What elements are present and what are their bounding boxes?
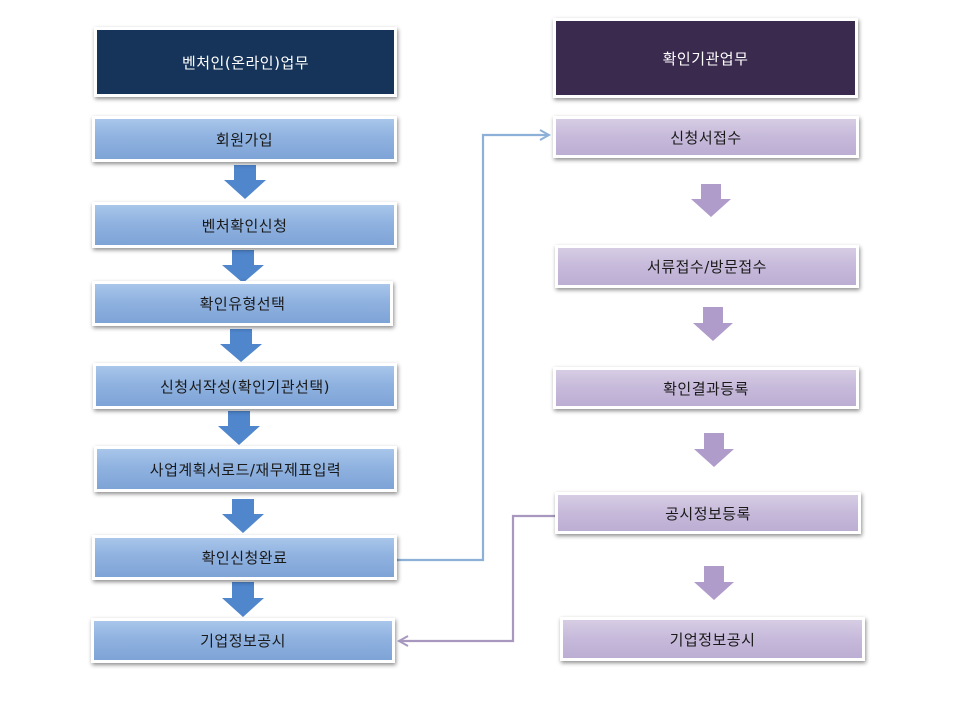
step-label: 확인유형선택 [199,295,286,313]
step-upload-plan: 사업계획서로드/재무제표입력 [94,446,397,492]
down-arrow-icon [222,582,264,617]
step-label: 기업정보공시 [669,630,756,649]
down-arrow-icon [691,184,731,217]
step-label: 회원가입 [215,130,274,149]
step-company-disclosure-right: 기업정보공시 [560,617,865,661]
step-fill-form: 신청서작성(확인기관선택) [93,363,397,409]
down-arrow-icon [218,411,260,445]
step-label: 신청서작성(확인기관선택) [159,377,330,396]
down-arrow-icon [694,433,734,467]
right-column-header: 확인기관업무 [553,18,858,98]
down-arrow-icon [222,499,264,533]
step-label: 공시정보등록 [665,504,751,523]
connector-to-receipt [397,135,549,562]
step-label: 사업계획서로드/재무제표입력 [149,460,342,479]
step-label: 기업정보공시 [200,632,286,650]
down-arrow-icon [220,329,262,362]
step-document-visit-receipt: 서류접수/방문접수 [555,245,859,288]
connector-to-disclosure [399,514,556,641]
step-venture-application: 벤처확인신청 [92,202,397,248]
down-arrow-icon [224,165,266,199]
step-label: 신청서접수 [670,128,742,147]
step-label: 확인결과등록 [663,379,749,398]
step-label: 확인신청완료 [201,549,288,567]
right-header-label: 확인기관업무 [662,49,749,68]
down-arrow-icon [693,307,733,341]
step-member-signup: 회원가입 [92,116,397,162]
step-application-complete: 확인신청완료 [92,535,397,580]
left-header-label: 벤처인(온라인)업무 [181,53,310,72]
step-register-result: 확인결과등록 [553,367,859,409]
step-select-type: 확인유형선택 [92,281,393,326]
step-label: 벤처확인신청 [201,216,288,235]
step-company-disclosure-left: 기업정보공시 [91,618,395,663]
down-arrow-icon [694,566,734,600]
down-arrow-icon [222,250,264,283]
step-receive-application: 신청서접수 [553,116,859,158]
left-column-header: 벤처인(온라인)업무 [94,27,397,97]
step-register-disclosure: 공시정보등록 [555,492,861,534]
step-label: 서류접수/방문접수 [647,258,767,276]
